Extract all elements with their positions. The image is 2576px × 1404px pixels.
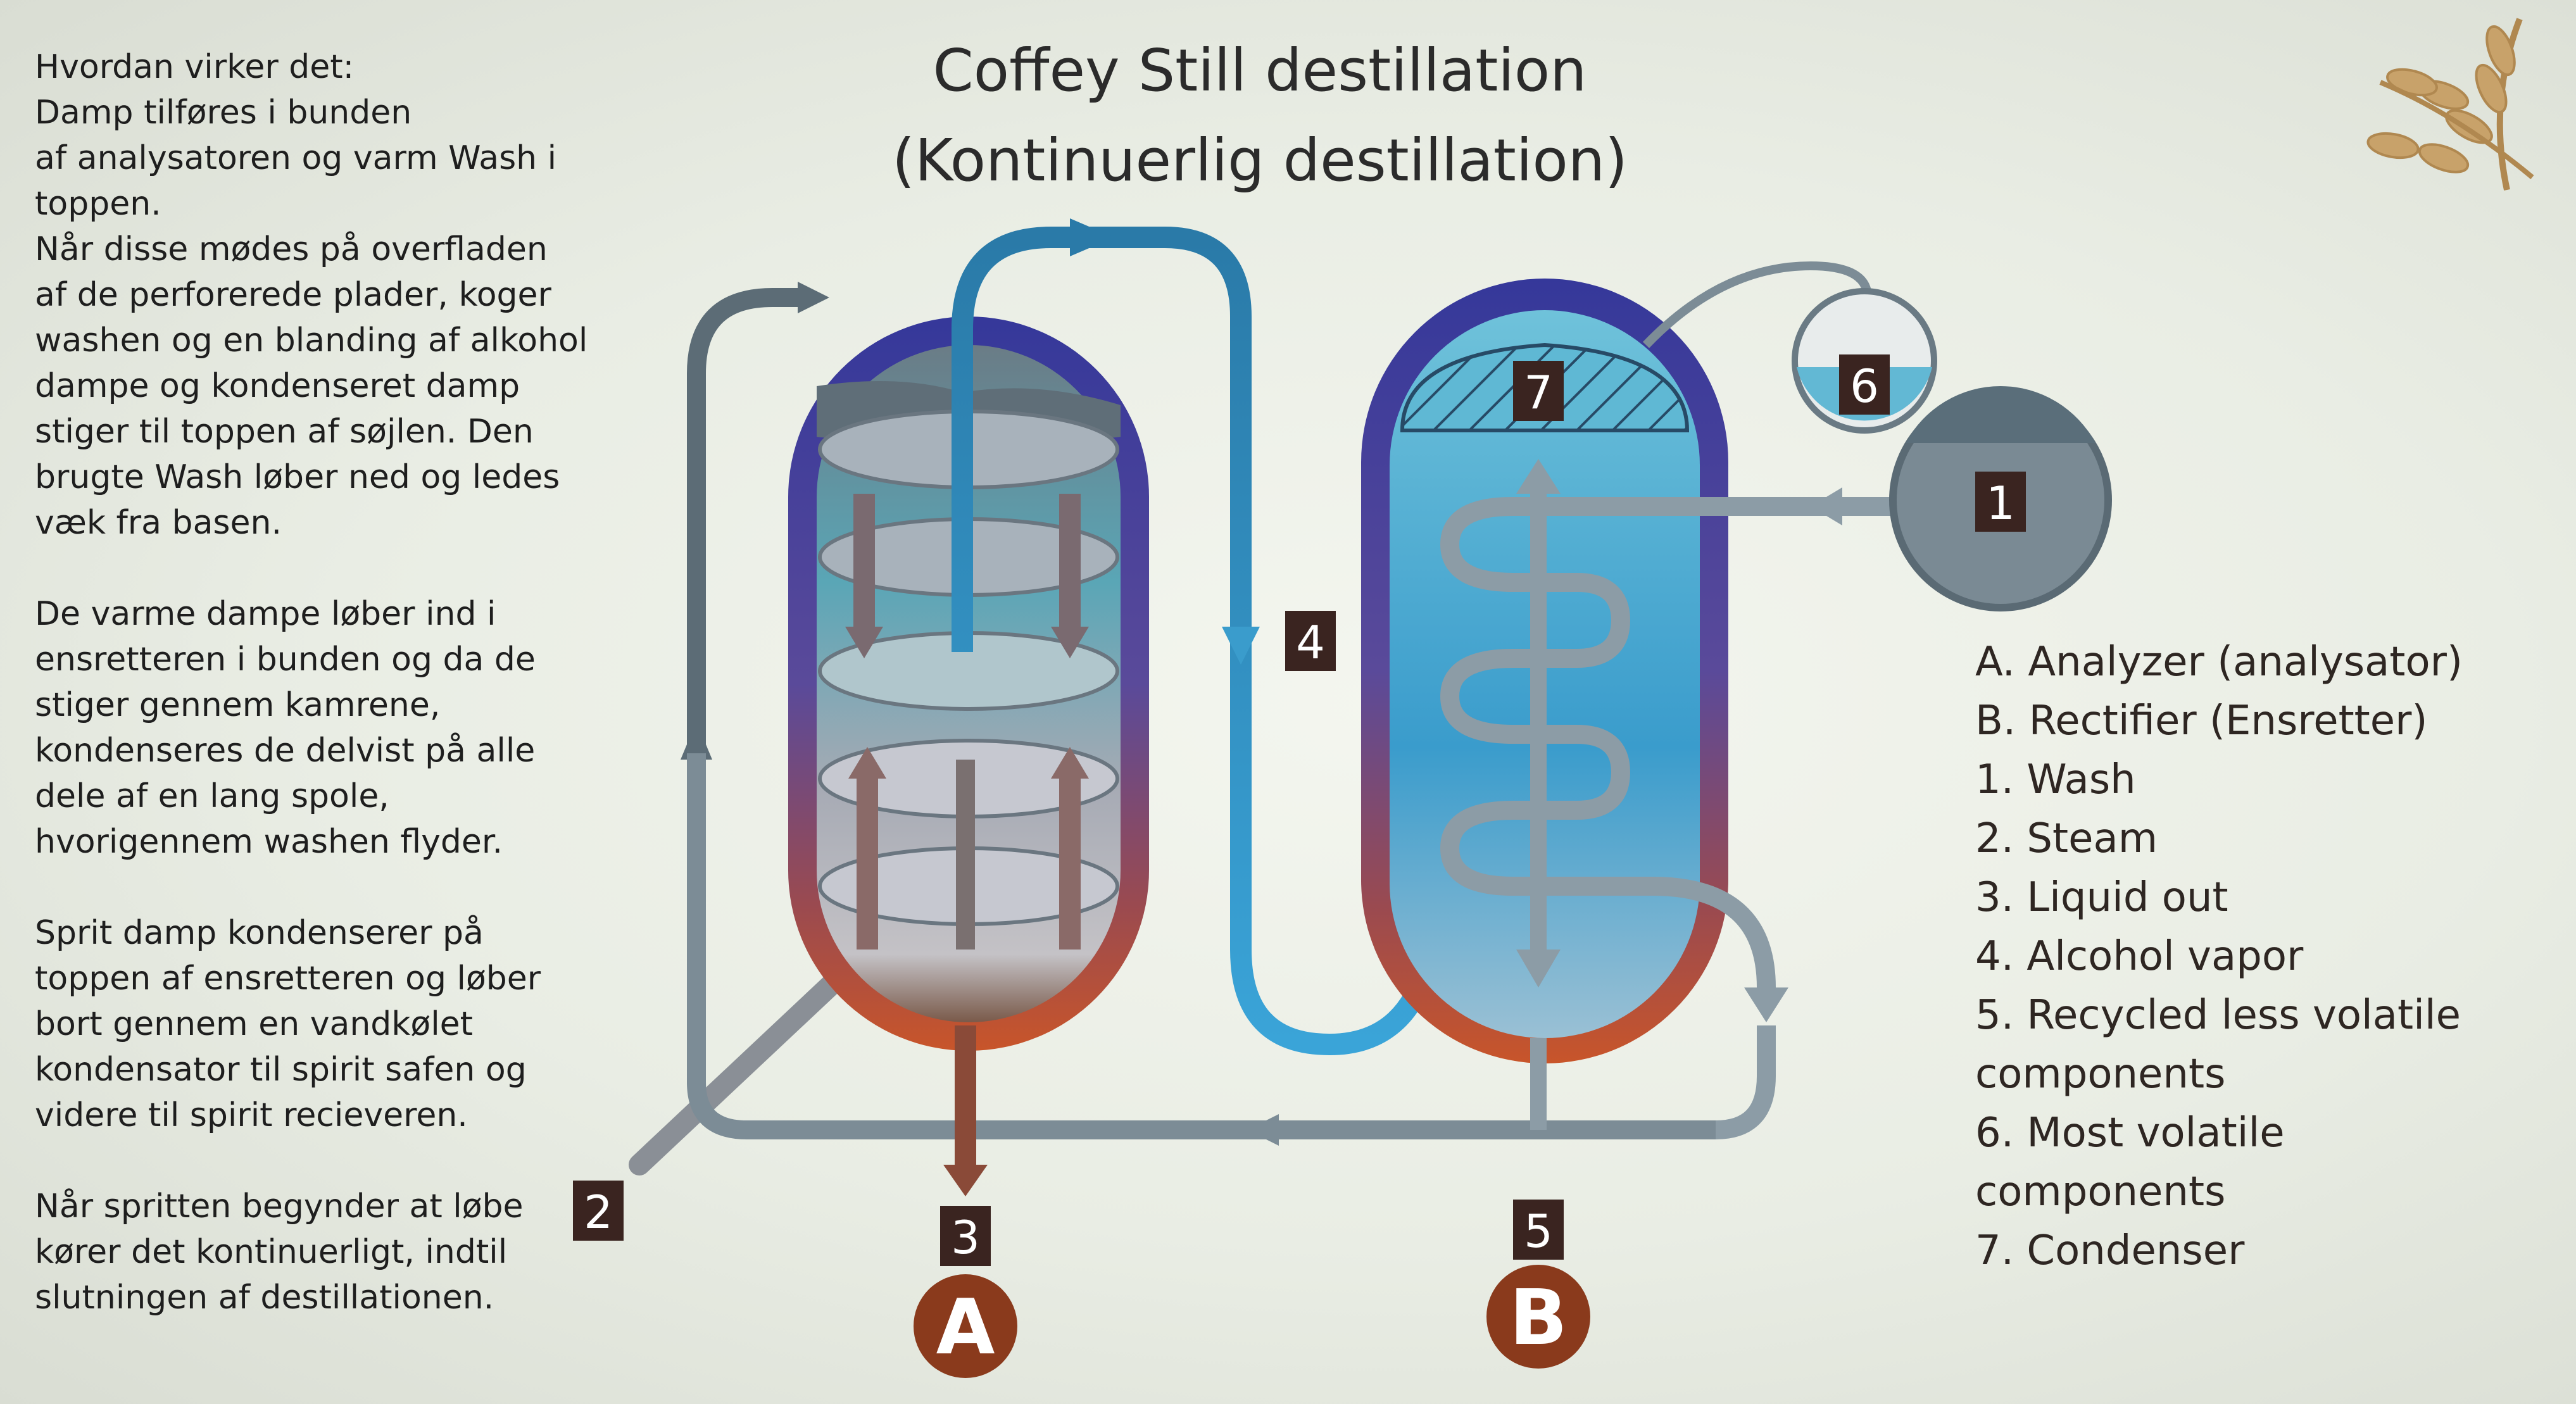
explanation-line: Hvordan virker det: xyxy=(35,48,355,86)
explanation-line: kondensator til spirit safen og xyxy=(35,1051,527,1089)
explanation-line: toppen. xyxy=(35,185,161,223)
explanation-line: brugte Wash løber ned og ledes xyxy=(35,458,560,496)
legend-item: 5. Recycled less volatile xyxy=(1975,992,2461,1039)
legend: A. Analyzer (analysator) B. Rectifier (E… xyxy=(1975,633,2558,1281)
explanation-line: dampe og kondenseret damp xyxy=(35,367,520,405)
explanation-line: Når disse mødes på overfladen xyxy=(35,230,548,268)
badge-2 xyxy=(573,1181,624,1241)
explanation-paragraph: Hvordan virker det: Damp tilføres i bund… xyxy=(35,44,592,546)
legend-item: components xyxy=(1975,1169,2226,1215)
explanation-line: kører det kontinuerligt, indtil xyxy=(35,1233,508,1271)
title-line-2: (Kontinuerlig destillation) xyxy=(892,127,1628,194)
explanation-line: Når spritten begynder at løbe xyxy=(35,1188,524,1225)
explanation-line: videre til spirit recieveren. xyxy=(35,1096,468,1134)
down-arrow xyxy=(1051,627,1089,658)
badge-3-label: 3 xyxy=(951,1211,980,1264)
wash-tank-fluid-top xyxy=(1906,386,2095,443)
up-arrow xyxy=(1051,747,1089,779)
explanation-paragraph: De varme dampe løber ind i ensretteren i… xyxy=(35,591,592,865)
explanation-line: af de perforerede plader, koger xyxy=(35,276,551,314)
liquid-out-arrow xyxy=(943,1165,988,1196)
legend-item: components xyxy=(1975,1051,2226,1098)
explanation-line: stiger gennem kamrene, xyxy=(35,686,441,724)
down-arrow xyxy=(845,627,883,658)
legend-item: A. Analyzer (analysator) xyxy=(1975,639,2463,686)
badge-2-label: 2 xyxy=(584,1186,613,1239)
explanation-line: stiger til toppen af søjlen. Den xyxy=(35,413,534,451)
badge-4 xyxy=(1285,611,1336,671)
column-a-circle xyxy=(914,1274,1017,1378)
up-arrow xyxy=(848,747,886,779)
explanation-line: ensretteren i bunden og da de xyxy=(35,641,536,679)
steam-inlet-pipe xyxy=(629,958,859,1175)
explanation-line: toppen af ensretteren og løber xyxy=(35,960,541,998)
pipe-arrow xyxy=(798,282,829,313)
legend-item: 3. Liquid out xyxy=(1975,874,2228,921)
badge-3 xyxy=(940,1206,991,1266)
explanation-line: Sprit damp kondenserer på xyxy=(35,914,484,952)
coil-arrow xyxy=(1744,987,1788,1022)
badge-5-label: 5 xyxy=(1524,1205,1553,1258)
recycle-pipe xyxy=(1715,1025,1776,1139)
explanation-paragraph: Når spritten begynder at løbe kører det … xyxy=(35,1184,592,1320)
return-pipe xyxy=(687,288,810,753)
explanation-line: De varme dampe løber ind i xyxy=(35,595,496,633)
pipe-arrow xyxy=(681,722,712,760)
column-a-label: A xyxy=(936,1284,995,1372)
explanation-line: bort gennem en vandkølet xyxy=(35,1005,474,1043)
badge-6-label: 6 xyxy=(1850,360,1879,413)
badge-5 xyxy=(1513,1200,1564,1260)
volatile-pipe xyxy=(1642,261,1872,348)
explanation-line: kondenseres de delvist på alle xyxy=(35,732,536,770)
center-arrow-down xyxy=(1516,950,1561,987)
explanation-line: washen og en blanding af alkohol xyxy=(35,322,588,360)
badge-1-label: 1 xyxy=(1986,477,2015,530)
badge-1 xyxy=(1975,472,2026,532)
legend-item: 4. Alcohol vapor xyxy=(1975,933,2304,980)
legend-item: 2. Steam xyxy=(1975,815,2158,862)
explanation-line: Damp tilføres i bunden xyxy=(35,94,412,132)
coil-arrow xyxy=(1811,487,1842,525)
column-b-circle xyxy=(1486,1265,1590,1369)
wash-coil xyxy=(1440,497,1893,988)
pipe-arrow xyxy=(1247,1114,1279,1146)
vapor-arrow xyxy=(1070,218,1114,256)
explanation-line: væk fra basen. xyxy=(35,504,282,542)
badge-7-label: 7 xyxy=(1524,366,1553,419)
vapor-arrow xyxy=(1222,627,1260,665)
column-b-label: B xyxy=(1509,1274,1567,1362)
badge-4-label: 4 xyxy=(1296,616,1325,669)
legend-item: B. Rectifier (Ensretter) xyxy=(1975,698,2428,744)
wheat-decoration xyxy=(2366,18,2534,191)
return-pipe xyxy=(687,753,1716,1139)
explanation-line: slutningen af destillationen. xyxy=(35,1279,494,1317)
badge-6 xyxy=(1839,354,1890,415)
explanation-paragraph: Sprit damp kondenserer på toppen af ensr… xyxy=(35,910,592,1138)
title-line-1: Coffey Still destillation xyxy=(933,37,1587,104)
legend-item: 1. Wash xyxy=(1975,756,2136,803)
explanation-line: af analysatoren og varm Wash i xyxy=(35,139,557,177)
legend-item: 7. Condenser xyxy=(1975,1227,2245,1274)
explanation-line: dele af en lang spole, xyxy=(35,777,389,815)
explanation-line: hvorigennem washen flyder. xyxy=(35,823,503,861)
legend-item: 6. Most volatile xyxy=(1975,1110,2285,1156)
explanation-text: Hvordan virker det: Damp tilføres i bund… xyxy=(35,44,592,1366)
badge-7 xyxy=(1513,361,1564,421)
center-arrow-up xyxy=(1516,459,1561,494)
